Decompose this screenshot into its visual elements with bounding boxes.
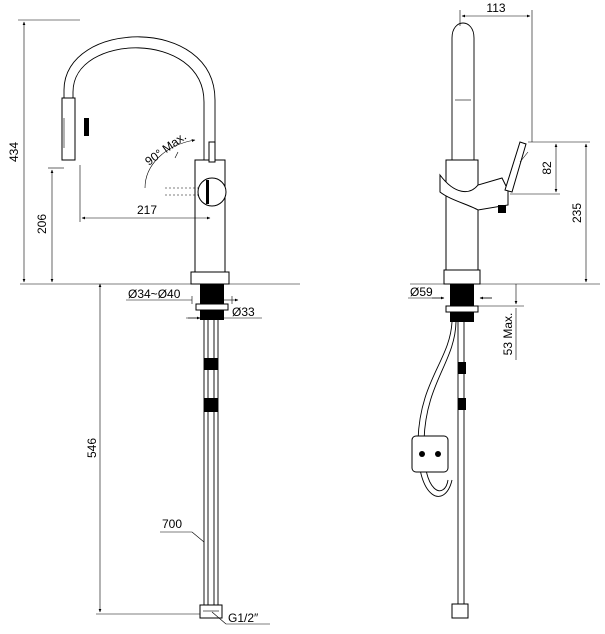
hose-weight-bolt-1 (419, 451, 425, 457)
dim-hole-label: Ø34~Ø40 (128, 287, 181, 301)
side-lock-nut (450, 312, 474, 322)
lock-nut (200, 310, 224, 320)
faucet-body (194, 159, 226, 275)
dim-shank-label: Ø33 (232, 305, 255, 319)
side-lever-mark (519, 151, 529, 163)
dim-546-label: 546 (85, 438, 99, 458)
dim-235-label: 235 (570, 203, 584, 223)
spout-inner (72, 47, 205, 270)
swivel-arc (144, 139, 196, 189)
hose-clip-2 (204, 398, 218, 412)
dim-82-label: 82 (540, 161, 554, 175)
side-body (445, 159, 479, 273)
spray-head (61, 97, 76, 161)
dim-700-leader (191, 531, 205, 543)
spout-outer (63, 36, 216, 270)
handle-knob (197, 177, 227, 207)
dim-700-label: 700 (162, 517, 182, 531)
dim-swivel-label: 90° Max. (142, 129, 189, 168)
side-lever (504, 141, 527, 193)
side-hose-clip-1 (458, 362, 466, 374)
side-mount-nut (450, 284, 474, 306)
dim-434-label: 434 (7, 142, 21, 162)
front-view: 434 206 217 90° Max. Ø34~Ø40 Ø33 546 700 (7, 19, 300, 625)
dim-217-label: 217 (137, 203, 157, 217)
spray-button (84, 118, 89, 136)
side-base-ring (443, 269, 481, 285)
lever-pin (208, 141, 216, 163)
mount-nut (200, 284, 224, 304)
handle-slot (206, 180, 209, 204)
side-view: 113 82 235 Ø59 53 Max. (408, 1, 600, 619)
hose-fitting (199, 604, 223, 619)
hose-clip-1 (204, 358, 218, 370)
side-spout-outer (451, 22, 475, 160)
dim-113-label: 113 (486, 1, 505, 15)
dim-thread-label: G1/2″ (228, 611, 259, 625)
dim-thread-leader (211, 611, 227, 625)
hose-weight-bolt-2 (435, 451, 441, 457)
side-washer (445, 305, 479, 313)
dim-59-label: Ø59 (410, 285, 433, 299)
dim-206-label: 206 (35, 214, 49, 234)
side-hose-clip-2 (458, 398, 466, 410)
side-lever-tip (498, 205, 506, 213)
swivel-tick (174, 151, 179, 159)
dim-53-label: 53 Max. (501, 313, 515, 356)
washer (195, 303, 229, 311)
side-handle-housing (439, 173, 509, 211)
base-ring (190, 271, 230, 285)
hose-weight (411, 435, 449, 473)
side-hose-fitting (451, 603, 469, 619)
